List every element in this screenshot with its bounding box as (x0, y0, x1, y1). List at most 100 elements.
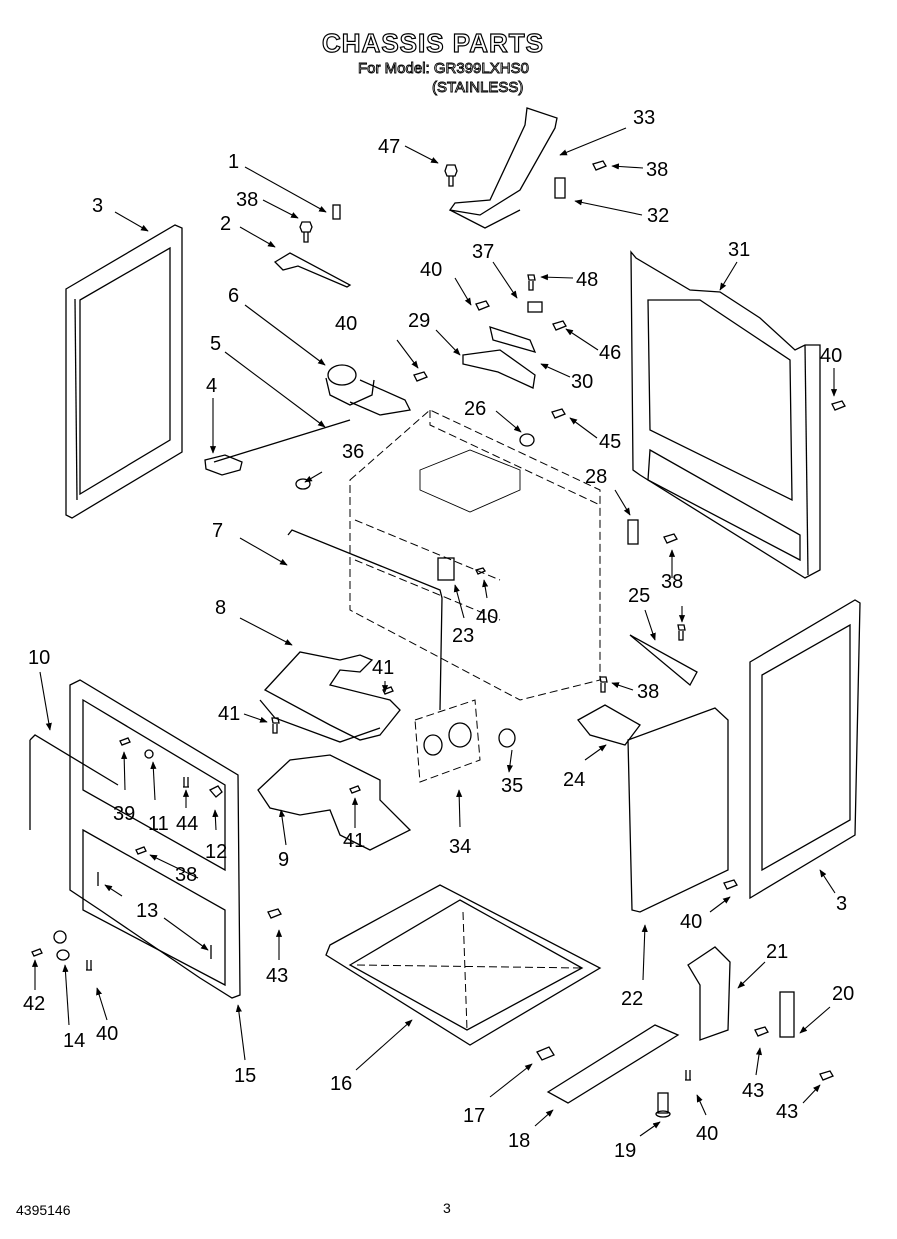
callout-13[interactable]: 13 (136, 900, 158, 922)
part-13-hinge-receptacle[interactable] (97, 872, 212, 959)
callout-35[interactable]: 35 (501, 775, 523, 797)
callout-43-frame[interactable]: 43 (266, 965, 288, 987)
part-23-box[interactable] (437, 557, 455, 581)
callout-42[interactable]: 42 (23, 993, 45, 1015)
callout-40-cavity[interactable]: 40 (476, 606, 498, 628)
part-31-rear-panel[interactable] (630, 250, 821, 579)
callout-48[interactable]: 48 (576, 269, 598, 291)
callout-16[interactable]: 16 (330, 1073, 352, 1095)
callout-10[interactable]: 10 (28, 647, 50, 669)
callout-46[interactable]: 46 (599, 342, 621, 364)
part-33-vent-duct[interactable] (448, 107, 558, 229)
callout-12[interactable]: 12 (205, 841, 227, 863)
part-14-hinge-pivot[interactable] (53, 930, 70, 961)
part-2-bracket[interactable] (273, 252, 352, 288)
callout-44[interactable]: 44 (176, 813, 198, 835)
callout-11[interactable]: 11 (148, 813, 169, 835)
part-16-oven-bottom[interactable] (325, 884, 602, 1046)
callout-22[interactable]: 22 (621, 988, 643, 1010)
callout-38-vent[interactable]: 38 (646, 159, 668, 181)
part-47-screw[interactable] (444, 164, 458, 187)
callout-9[interactable]: 9 (278, 849, 289, 871)
callout-26[interactable]: 26 (464, 398, 486, 420)
callout-17[interactable]: 17 (463, 1105, 485, 1127)
callout-45[interactable]: 45 (599, 431, 621, 453)
callout-40-top[interactable]: 40 (420, 259, 442, 281)
part-6-switch[interactable] (325, 364, 411, 416)
callout-18[interactable]: 18 (508, 1130, 530, 1152)
callout-20[interactable]: 20 (832, 983, 854, 1005)
callout-14[interactable]: 14 (63, 1030, 85, 1052)
callout-41-lower[interactable]: 41 (343, 830, 365, 852)
callout-8[interactable]: 8 (215, 597, 226, 619)
callout-41-left[interactable]: 41 (218, 703, 240, 725)
callout-40-frame[interactable]: 40 (96, 1023, 118, 1045)
callout-40-switch[interactable]: 40 (335, 313, 357, 335)
part-4-clip[interactable] (204, 454, 243, 476)
callout-41-upper[interactable]: 41 (372, 657, 394, 679)
callout-19[interactable]: 19 (614, 1140, 636, 1162)
part-17-clip[interactable] (536, 1046, 555, 1061)
part-1-pin[interactable] (332, 204, 341, 220)
callout-43-bracket[interactable]: 43 (742, 1080, 764, 1102)
part-29-bracket[interactable] (462, 349, 536, 389)
part-20-plate[interactable] (779, 991, 795, 1038)
callout-7[interactable]: 7 (212, 520, 223, 542)
part-5-rod[interactable] (213, 419, 351, 463)
part-18-leveling-rail[interactable] (546, 1024, 680, 1104)
callout-5[interactable]: 5 (210, 333, 221, 355)
part-24-bracket[interactable] (577, 704, 641, 746)
callout-15[interactable]: 15 (234, 1065, 256, 1087)
part-30-terminal-block[interactable] (489, 326, 537, 353)
callout-33[interactable]: 33 (633, 107, 655, 129)
side-panel-right[interactable] (749, 599, 861, 900)
part-15-front-frame[interactable] (69, 679, 241, 999)
callout-3-right[interactable]: 3 (836, 893, 847, 915)
part-21-anti-tip-bracket[interactable] (687, 946, 731, 1041)
callout-38-rear[interactable]: 38 (661, 571, 683, 593)
callout-32[interactable]: 32 (647, 205, 669, 227)
callout-40-rail[interactable]: 40 (696, 1123, 718, 1145)
part-32-clip[interactable] (554, 177, 566, 199)
callout-24[interactable]: 24 (563, 769, 585, 791)
callout-38-bracket[interactable]: 38 (637, 681, 659, 703)
callout-40-rear[interactable]: 40 (820, 345, 842, 367)
callout-25[interactable]: 25 (628, 585, 650, 607)
part-7-gasket[interactable] (287, 529, 443, 711)
part-36-plug[interactable] (295, 478, 311, 490)
part-10-gasket[interactable] (29, 734, 119, 830)
callout-1[interactable]: 1 (228, 151, 239, 173)
callout-31[interactable]: 31 (728, 239, 750, 261)
part-8-broil-element[interactable] (259, 651, 401, 743)
part-35-light-bulb[interactable] (498, 728, 516, 748)
part-22-side-cover[interactable] (627, 707, 729, 913)
callout-30[interactable]: 30 (571, 371, 593, 393)
callout-23[interactable]: 23 (452, 625, 474, 647)
callout-3-left[interactable]: 3 (92, 195, 103, 217)
part-11-plug[interactable] (144, 749, 154, 759)
part-34-light-socket[interactable] (414, 699, 481, 783)
callout-6[interactable]: 6 (228, 285, 239, 307)
callout-4[interactable]: 4 (206, 375, 217, 397)
part-19-leveling-leg[interactable] (655, 1092, 671, 1118)
callout-29[interactable]: 29 (408, 310, 430, 332)
part-9-bake-element[interactable] (257, 754, 412, 851)
callout-21[interactable]: 21 (766, 941, 788, 963)
callout-38-top[interactable]: 38 (236, 189, 258, 211)
side-panel-left[interactable] (65, 224, 183, 519)
part-37-clip[interactable] (527, 301, 543, 313)
callout-47[interactable]: 47 (378, 136, 400, 158)
callout-39[interactable]: 39 (113, 803, 135, 825)
callout-28[interactable]: 28 (585, 466, 607, 488)
part-12-clip[interactable] (208, 785, 223, 798)
callout-37[interactable]: 37 (472, 241, 494, 263)
callout-36[interactable]: 36 (342, 441, 364, 463)
callout-2[interactable]: 2 (220, 213, 231, 235)
part-25-bracket[interactable] (629, 634, 698, 687)
callout-38-frame[interactable]: 38 (175, 864, 197, 886)
part-38-screw[interactable] (299, 221, 313, 243)
part-26-grommet[interactable] (519, 433, 535, 447)
callout-43-plate[interactable]: 43 (776, 1101, 798, 1123)
callout-40-cover[interactable]: 40 (680, 911, 702, 933)
part-28-bracket[interactable] (627, 519, 639, 545)
